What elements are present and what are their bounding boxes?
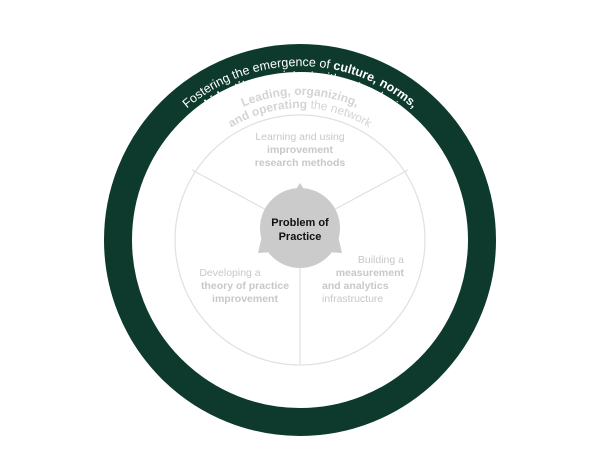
segment-top-line2: improvement bbox=[267, 144, 333, 156]
center-label-1: Problem of bbox=[271, 217, 329, 229]
center-label-2: Practice bbox=[279, 231, 322, 243]
segment-left: Developing a theory of practice improvem… bbox=[199, 267, 289, 305]
segment-top-line3: research methods bbox=[255, 157, 346, 169]
segment-right: Building a measurement and analytics inf… bbox=[322, 254, 405, 305]
segment-right-line1: Building a bbox=[358, 254, 404, 266]
segment-right-line3: and analytics bbox=[322, 280, 389, 292]
svg-text:Practice: Practice bbox=[279, 231, 322, 243]
segment-left-line3: improvement bbox=[212, 293, 278, 305]
leading-line2-bold: and operating bbox=[226, 97, 308, 130]
segment-left-line1: Developing a bbox=[199, 267, 260, 279]
inner-circle bbox=[174, 114, 426, 366]
outer-ring bbox=[104, 44, 496, 436]
segment-top-line1: Learning and using bbox=[255, 131, 344, 143]
center-hub: Problem of Practice bbox=[258, 183, 342, 268]
svg-text:Problem of: Problem of bbox=[271, 217, 329, 229]
segment-right-line4: infrastructure bbox=[322, 293, 383, 305]
segment-top: Learning and using improvement research … bbox=[255, 131, 346, 169]
segment-right-line2: measurement bbox=[336, 267, 405, 279]
segment-left-line2: theory of practice bbox=[201, 280, 289, 292]
